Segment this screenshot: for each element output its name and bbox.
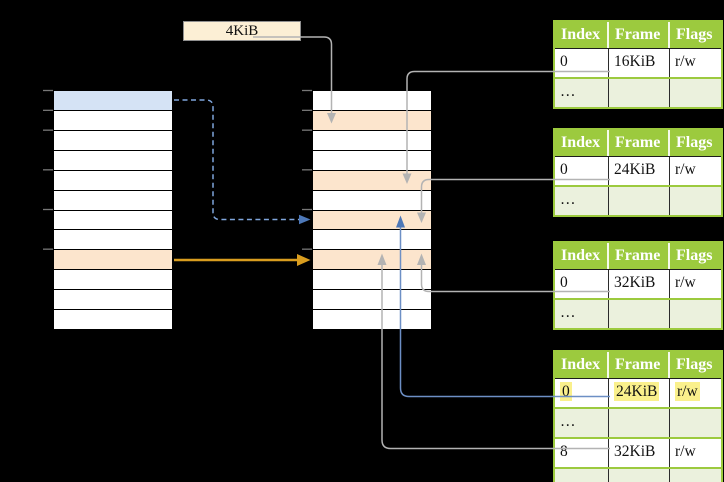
highlighted-value: r/w <box>675 382 700 401</box>
memory-row <box>54 230 172 251</box>
frame-table-cell: 0 <box>555 157 609 185</box>
column-header: Flags <box>676 247 713 264</box>
frame-table-cell: r/w <box>675 53 696 70</box>
memory-row <box>54 110 172 131</box>
connector-virtual-dashed <box>174 99 311 225</box>
memory-row <box>54 130 172 151</box>
frame-table-cell: 0 <box>555 379 609 407</box>
memory-row <box>54 91 172 111</box>
page-size-label: 4KiB <box>225 22 259 39</box>
memory-row <box>54 290 172 311</box>
memory-row <box>313 110 431 131</box>
memory-row <box>313 190 431 211</box>
column-header: Frame <box>609 130 670 156</box>
memory-row <box>54 310 172 330</box>
memory-row <box>313 230 431 251</box>
column-header: Index <box>555 243 609 269</box>
memory-row <box>54 150 172 171</box>
frame-table-cell <box>670 187 721 215</box>
frame-table-cell: r/w <box>675 161 696 178</box>
memory-row <box>313 310 431 330</box>
column-header: Frame <box>609 352 670 378</box>
memory-row <box>54 250 172 271</box>
memory-row <box>313 130 431 151</box>
frame-table-cell <box>609 300 670 328</box>
column-header: Flags <box>676 26 713 43</box>
frame-table-cell <box>609 187 670 215</box>
frame-table-cell <box>609 409 670 437</box>
frame-table-cell: 0 <box>555 49 609 77</box>
frame-table-cell: … <box>555 187 609 215</box>
memory-row <box>54 190 172 211</box>
frame-table-cell <box>670 79 721 107</box>
frame-table-cell: … <box>555 409 609 437</box>
frame-table-cell: 24KiB <box>609 157 670 185</box>
frame-table-cell <box>609 469 670 482</box>
frame-table-cell: 0 <box>555 270 609 298</box>
memory-row <box>313 250 431 271</box>
memory-row <box>313 170 431 191</box>
frame-table-row: … <box>555 185 721 215</box>
memory-row <box>313 91 431 111</box>
frame-table-cell: 32KiB <box>609 270 670 298</box>
column-header: Frame <box>609 22 670 48</box>
highlighted-value: 24KiB <box>614 382 660 401</box>
physical-memory-column <box>312 90 432 330</box>
highlighted-value: 0 <box>560 382 572 401</box>
virtual-memory-column <box>53 90 173 330</box>
frame-table-cell <box>670 469 721 482</box>
frame-table-cell <box>609 79 670 107</box>
memory-row <box>313 210 431 231</box>
frame-table-cell: … <box>555 469 609 482</box>
frame-table-cell: … <box>555 300 609 328</box>
connector-virtual-orange <box>174 254 311 266</box>
memory-row <box>54 170 172 191</box>
memory-row <box>54 270 172 291</box>
memory-row <box>54 210 172 231</box>
column-header: Flags <box>676 356 713 373</box>
frame-table-row: … <box>555 407 721 437</box>
frame-table-cell: 16KiB <box>609 49 670 77</box>
memory-row <box>313 290 431 311</box>
frame-table-cell: r/w <box>675 274 696 291</box>
frame-table-cell <box>670 409 721 437</box>
column-header: Index <box>555 352 609 378</box>
page-size-label-box: 4KiB <box>183 21 301 41</box>
column-header: Frame <box>609 243 670 269</box>
column-header: Index <box>555 130 609 156</box>
column-header: Index <box>555 22 609 48</box>
frame-table-row: … <box>555 77 721 107</box>
frame-table-cell: … <box>555 79 609 107</box>
frame-table-cell: r/w <box>670 379 721 407</box>
frame-table-cell: 32KiB <box>609 439 670 467</box>
frame-table-cell: 24KiB <box>609 379 670 407</box>
memory-row <box>313 150 431 171</box>
column-header: Flags <box>676 134 713 151</box>
frame-table-row: 0 24KiB r/w <box>555 379 721 407</box>
frame-table-row: … <box>555 467 721 482</box>
frame-table-cell <box>670 300 721 328</box>
frame-table-row: … <box>555 298 721 328</box>
frame-table-cell: r/w <box>675 443 696 460</box>
frame-table-cell: 8 <box>555 439 609 467</box>
memory-row <box>313 270 431 291</box>
